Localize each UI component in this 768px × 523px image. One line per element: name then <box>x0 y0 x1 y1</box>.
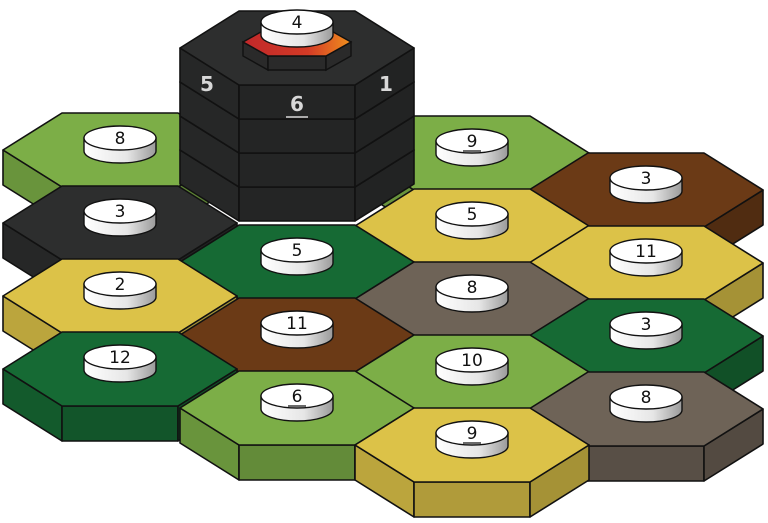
token-number: 12 <box>109 348 131 368</box>
token-face <box>83 125 157 151</box>
token-number: 5 <box>292 241 303 261</box>
token-face <box>435 420 509 446</box>
token-face <box>609 384 683 410</box>
hex-front-side <box>413 481 531 518</box>
hex-tile-fields[interactable]: 9 <box>354 407 590 518</box>
token-face <box>83 198 157 224</box>
tower-layer-front-side <box>238 186 356 222</box>
number-token[interactable]: 8 <box>609 384 683 423</box>
token-number: 5 <box>467 205 478 225</box>
number-token[interactable]: 11 <box>260 310 334 349</box>
number-token[interactable]: 9 <box>435 128 509 167</box>
token-face <box>609 165 683 191</box>
token-face <box>83 344 157 370</box>
number-token[interactable]: 8 <box>435 274 509 313</box>
token-number: 10 <box>461 351 483 371</box>
token-face <box>435 274 509 300</box>
token-face <box>435 347 509 373</box>
token-number: 3 <box>641 169 652 189</box>
number-token[interactable]: 9 <box>435 420 509 459</box>
hex-front-side <box>238 444 356 481</box>
token-number: 2 <box>115 275 126 295</box>
tiles-layer: 8 9 3 3 5 4 5 6 1 5 11 2 8 11 3 12 10 6 8 9 <box>2 9 764 518</box>
number-token[interactable]: 2 <box>83 271 157 310</box>
tower-face-label-left: 5 <box>200 72 214 96</box>
number-token[interactable]: 11 <box>609 238 683 277</box>
number-token[interactable]: 5 <box>260 237 334 276</box>
number-token[interactable]: 3 <box>609 311 683 350</box>
token-face <box>609 311 683 337</box>
number-token[interactable]: 10 <box>435 347 509 386</box>
tower-face-label-right: 1 <box>379 72 393 96</box>
token-face <box>260 237 334 263</box>
token-number: 8 <box>641 388 652 408</box>
token-face <box>609 238 683 264</box>
tower-layer-front-side <box>238 118 356 154</box>
token-number: 9 <box>467 424 478 444</box>
token-face <box>260 383 334 409</box>
number-token[interactable]: 5 <box>435 201 509 240</box>
tower-face-label-front: 6 <box>290 92 304 116</box>
token-number: 11 <box>286 314 308 334</box>
token-number: 3 <box>641 315 652 335</box>
token-number: 8 <box>115 129 126 149</box>
tower-platform-side <box>267 55 327 71</box>
token-number: 9 <box>467 132 478 152</box>
hex-front-side <box>61 405 179 442</box>
number-token[interactable]: 4 <box>260 9 334 48</box>
token-number: 11 <box>635 242 657 262</box>
hex-front-side <box>587 445 705 482</box>
number-token[interactable]: 3 <box>609 165 683 204</box>
token-face <box>435 201 509 227</box>
number-token[interactable]: 6 <box>260 383 334 422</box>
token-number: 3 <box>115 202 126 222</box>
number-token[interactable]: 8 <box>83 125 157 164</box>
token-number: 4 <box>292 13 303 33</box>
token-number: 6 <box>292 387 303 407</box>
token-face <box>83 271 157 297</box>
token-number: 8 <box>467 278 478 298</box>
tower-layer-front-side <box>238 152 356 188</box>
number-token[interactable]: 3 <box>83 198 157 237</box>
number-token[interactable]: 12 <box>83 344 157 383</box>
robber-tower[interactable]: 4 5 6 1 <box>179 9 415 222</box>
token-face <box>260 310 334 336</box>
token-face <box>260 9 334 35</box>
token-face <box>435 128 509 154</box>
